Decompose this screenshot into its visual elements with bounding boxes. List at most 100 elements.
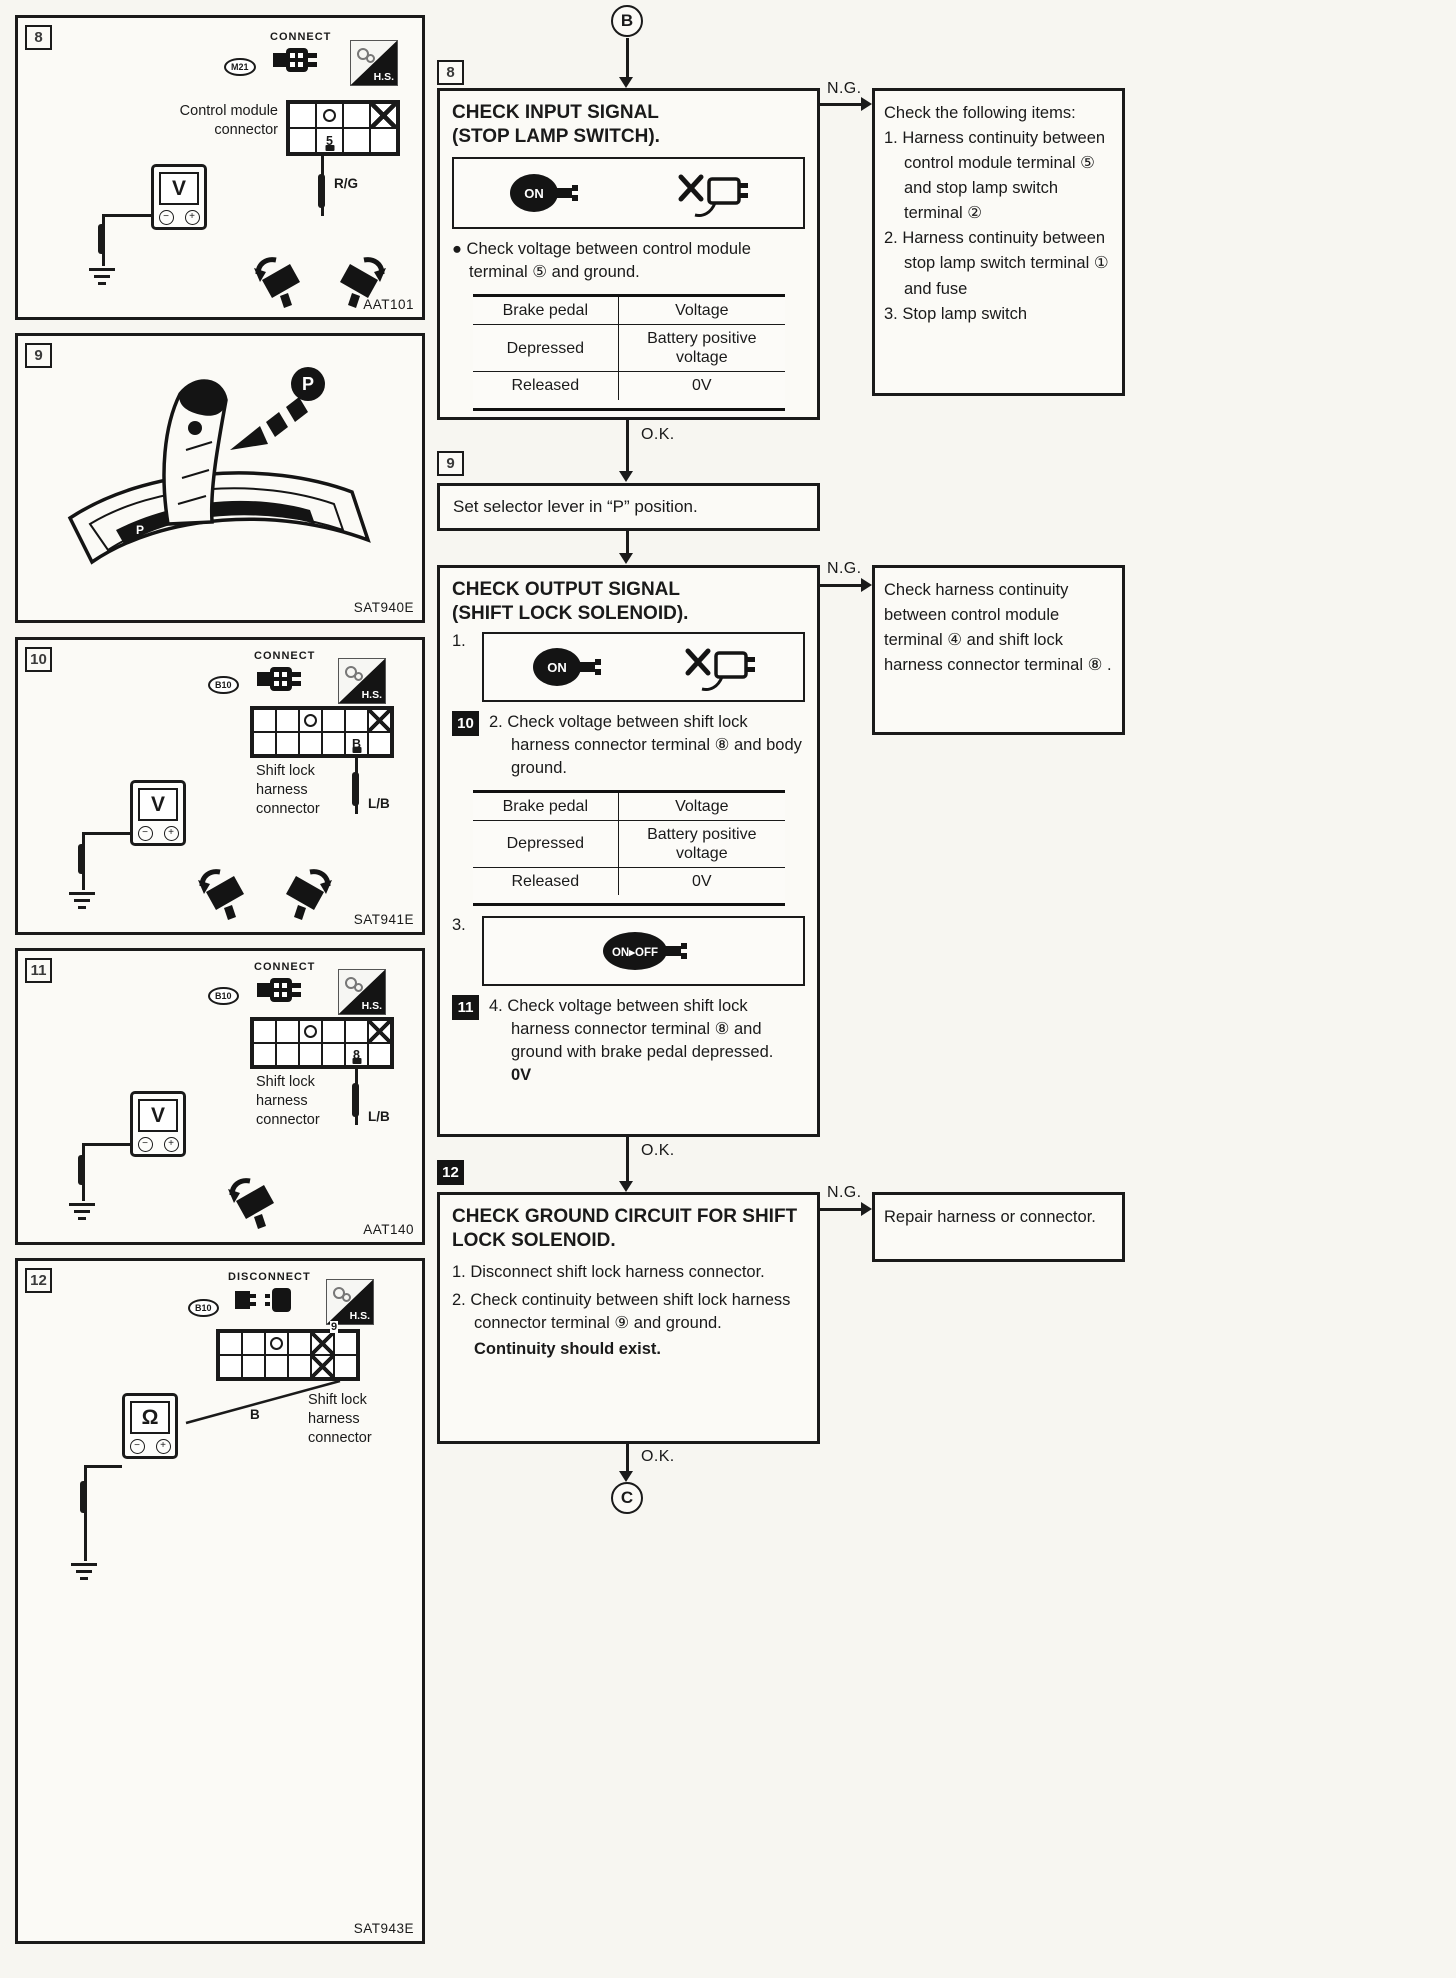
connector-cell: [253, 709, 276, 732]
wire-color-label: R/G: [334, 176, 359, 191]
connector-id-badge: M21: [224, 58, 256, 76]
connector-cell: [288, 1355, 311, 1378]
connector-cell: [219, 1332, 242, 1355]
plus-terminal: +: [184, 210, 200, 225]
control-module-connector-label: Control module connector: [179, 103, 278, 139]
step8-title: CHECK INPUT SIGNAL (STOP LAMP SWITCH).: [452, 102, 660, 148]
table-cell: Battery positive voltage: [647, 329, 757, 367]
ng1-item: 1. Harness continuity between control mo…: [884, 129, 1106, 223]
meter-lead-wire: [84, 1465, 122, 1468]
connect-label: CONNECT: [270, 31, 332, 43]
figure-code: SAT943E: [353, 1921, 414, 1936]
figure-number-badge: 11: [25, 958, 52, 983]
step10-title: CHECK OUTPUT SIGNAL (SHIFT LOCK SOLENOID…: [452, 579, 689, 625]
ground-icon: [69, 1203, 95, 1220]
ignition-key-on-icon: ON: [532, 648, 601, 687]
connector-plug-icon: [257, 667, 301, 691]
connector-id-badge: B10: [188, 1299, 219, 1317]
connector-cell: [253, 1043, 276, 1066]
ng-arrowhead: [861, 97, 872, 111]
ok-label: O.K.: [641, 1448, 675, 1465]
shift-lock-connector-grid: [216, 1329, 360, 1381]
connect-label: CONNECT: [254, 961, 316, 973]
ohmmeter-icon: Ω − +: [122, 1393, 178, 1459]
svg-text:ON▸OFF: ON▸OFF: [611, 947, 657, 959]
crossed-terminal-cell: [370, 103, 397, 128]
flow-arrowhead: [619, 553, 633, 564]
connector-cell: [334, 1332, 357, 1355]
terminal-9-label: 9: [330, 1321, 339, 1333]
terminal-b-cell: B: [345, 732, 368, 755]
figure-code: SAT941E: [353, 912, 414, 927]
test-lead-wire: [185, 1379, 341, 1425]
control-module-connector-grid: 5: [286, 100, 400, 156]
voltmeter-icon: V − +: [130, 1091, 186, 1157]
terminal-5-cell: 5: [316, 128, 343, 153]
wire-color-label: L/B: [368, 1109, 390, 1124]
wire-color-label: L/B: [368, 796, 390, 811]
figure-9-selector-lever: 9 P P SAT940E: [15, 333, 425, 623]
connector-cell: [253, 732, 276, 755]
table-cell: 0V: [692, 873, 712, 891]
connector-plug-icon: [257, 978, 301, 1002]
connector-cell: [345, 1020, 368, 1043]
hs-label: H.S.: [361, 1000, 382, 1012]
connector-cell: [219, 1355, 242, 1378]
probe-tip: [352, 1083, 359, 1117]
minus-terminal: −: [158, 210, 174, 225]
step12-title: CHECK GROUND CIRCUIT FOR SHIFT LOCK SOLE…: [452, 1206, 798, 1252]
figure-number-badge: 8: [25, 25, 52, 50]
table-header: Voltage: [675, 301, 729, 319]
flow-arrow-line: [626, 531, 629, 553]
connector-id-badge: B10: [208, 676, 239, 694]
flow-arrowhead: [619, 77, 633, 88]
brake-pedal-depress-icon: [254, 257, 300, 308]
ng-label: N.G.: [827, 560, 862, 577]
ohmmeter-dial: Ω: [130, 1401, 170, 1434]
connector-plug-icon: [273, 48, 317, 72]
voltmeter-icon: V − +: [130, 780, 186, 846]
probe-tip: [318, 174, 325, 208]
ng2-check-harness-box: Check harness continuity between control…: [872, 565, 1125, 735]
ng-arrow-line: [820, 584, 862, 587]
ng3-repair-box: Repair harness or connector.: [872, 1192, 1125, 1262]
connector-cell: [265, 1355, 288, 1378]
minus-terminal: −: [137, 1137, 153, 1152]
wire-color-label: B: [250, 1407, 260, 1422]
step-10-badge: 10: [452, 711, 479, 737]
connect-label: CONNECT: [254, 650, 316, 662]
terminal-8-cell: 8: [345, 1043, 368, 1066]
brake-pedal-depress-icon: [198, 869, 244, 920]
step8-condition-icons: ON: [452, 157, 805, 230]
step12-item2: 2. Check continuity between shift lock h…: [452, 1291, 791, 1332]
svg-text:ON: ON: [547, 660, 567, 675]
voltage-table: Brake pedal Voltage Depressed Battery po…: [472, 789, 785, 907]
probe-tip: [352, 772, 359, 806]
table-cell: Depressed: [473, 324, 620, 372]
flow-arrowhead: [619, 1181, 633, 1192]
table-header: Brake pedal: [473, 792, 620, 820]
hs-label: H.S.: [373, 71, 394, 83]
ng3-text: Repair harness or connector.: [884, 1208, 1096, 1226]
step-9-badge: 9: [437, 451, 464, 476]
crossed-terminal-cell: [311, 1355, 334, 1378]
figure-8-wiring-diagram: 8 CONNECT M21 H.S. Control module connec…: [15, 15, 425, 320]
disconnect-label: DISCONNECT: [228, 1271, 311, 1283]
tool-icon: [366, 54, 375, 63]
p-position-label: P: [302, 374, 314, 394]
crossed-terminal-cell: [368, 709, 391, 732]
check-output-signal-box: CHECK OUTPUT SIGNAL (SHIFT LOCK SOLENOID…: [437, 565, 820, 1137]
connector-cell: [253, 1020, 276, 1043]
step10-instruction: 2. Check voltage between shift lock harn…: [489, 713, 802, 777]
ng1-item: 3. Stop lamp switch: [884, 304, 1028, 323]
hs-tool-badge: H.S.: [338, 658, 386, 704]
probe-tip: [78, 844, 85, 874]
connector-id-badge: B10: [208, 987, 239, 1005]
crossed-terminal-cell: [368, 1020, 391, 1043]
connector-cell: [242, 1332, 265, 1355]
table-cell: 0V: [692, 377, 712, 395]
connector-cell: [345, 709, 368, 732]
connector-cell: [343, 128, 370, 153]
ng-label: N.G.: [827, 1184, 862, 1201]
condition-icons: ON: [482, 632, 805, 703]
